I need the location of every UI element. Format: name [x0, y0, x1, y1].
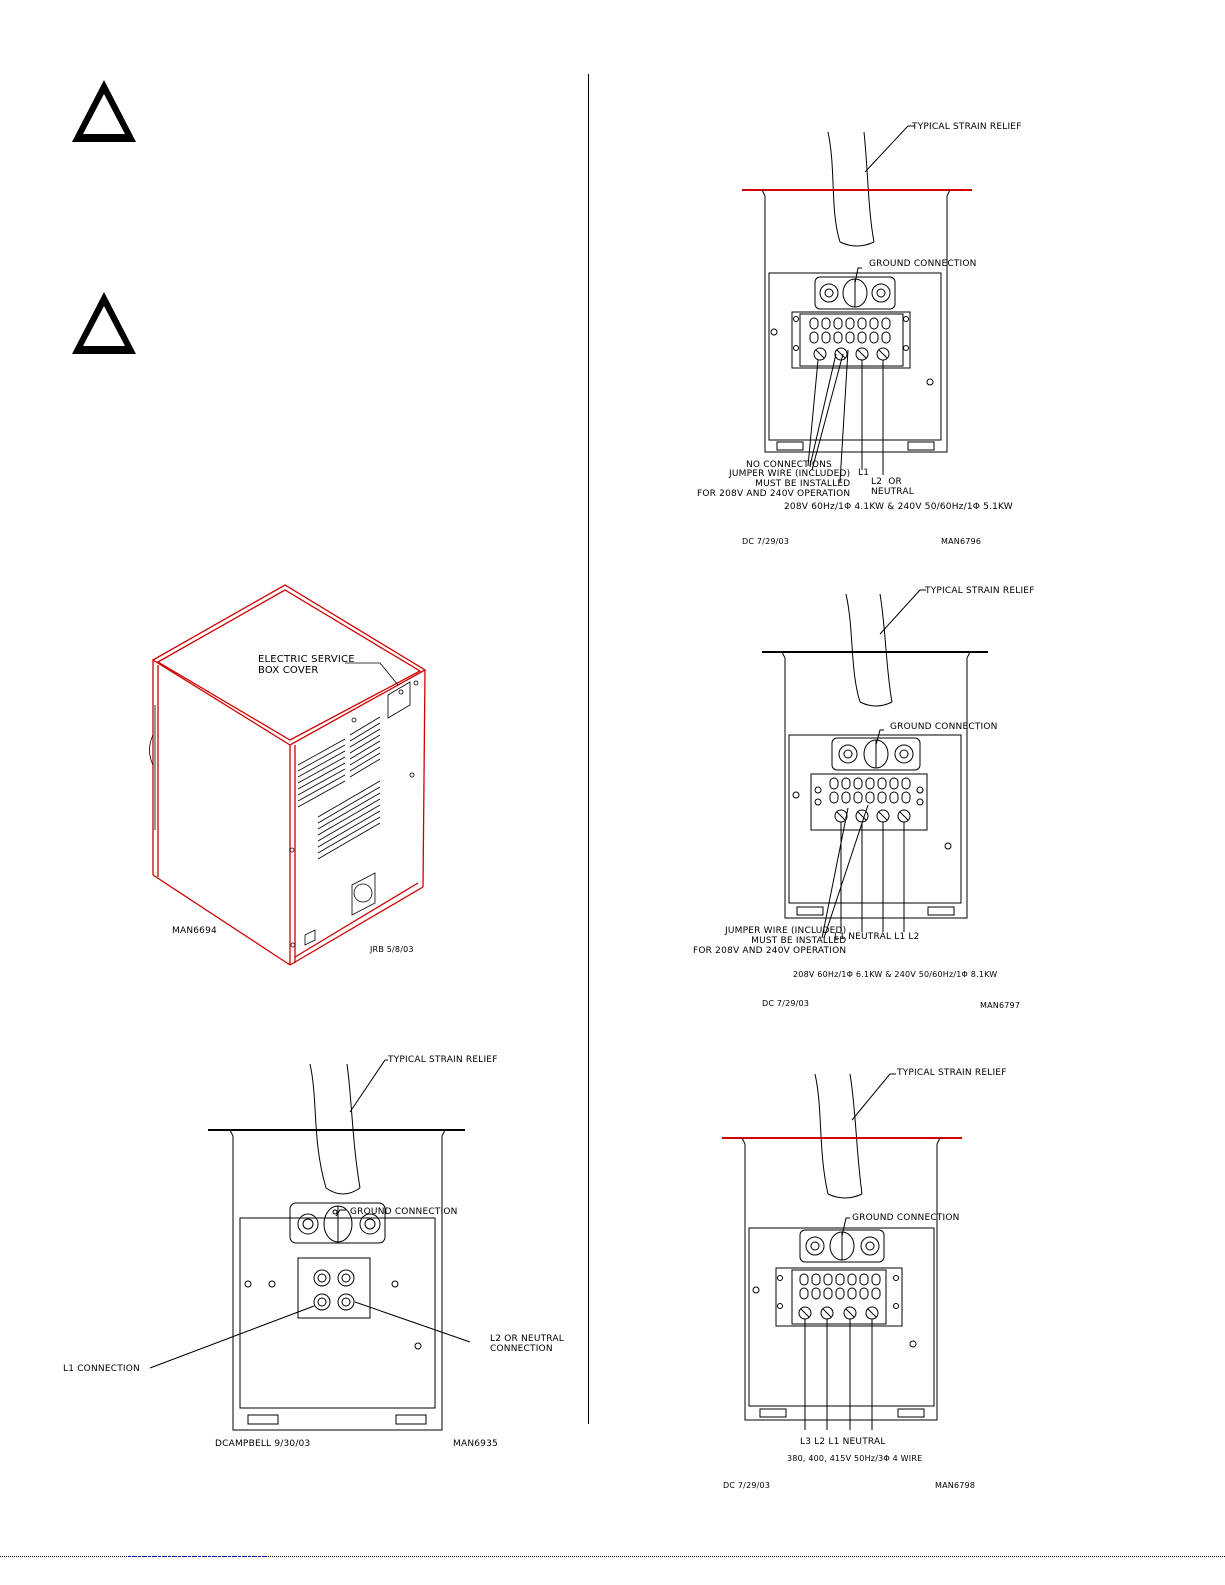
service-box-two-wire-diagram: [149, 1059, 471, 1431]
warning-triangle-icon: [72, 80, 136, 142]
box-3phase-drawing-id: MAN6798: [935, 1481, 976, 1490]
box-two-wire-drawing-id: MAN6935: [453, 1439, 498, 1449]
box-two-wire-author: DCAMPBELL 9/30/03: [215, 1439, 311, 1449]
box-5kw-author: DC 7/29/03: [742, 537, 790, 546]
box-5kw-jumper-label: JUMPER WIRE (INCLUDED) MUST BE INSTALLED…: [697, 469, 851, 499]
cabinet-drawing-id: MAN6694: [172, 926, 217, 936]
footer-rule: [0, 1556, 1225, 1557]
box-8kw-jumper-label: JUMPER WIRE (INCLUDED) MUST BE INSTALLED…: [693, 926, 847, 956]
box-two-wire-ground-label: GROUND CONNECTION: [350, 1207, 458, 1217]
service-box-3phase-diagram: [722, 1073, 962, 1430]
column-divider: [588, 74, 589, 1424]
box-8kw-drawing-id: MAN6797: [980, 1001, 1021, 1010]
box-8kw-strain-relief-label: TYPICAL STRAIN RELIEF: [925, 586, 1035, 596]
service-box-8kw-diagram: [762, 589, 988, 939]
box-8kw-spec-label: 208V 60Hz/1Φ 6.1KW & 240V 50/60Hz/1Φ 8.1…: [793, 970, 998, 979]
box-5kw-no-connections-label: NO CONNECTIONS: [746, 460, 832, 470]
box-8kw-ground-label: GROUND CONNECTION: [890, 722, 998, 732]
box-3phase-author: DC 7/29/03: [723, 1481, 771, 1490]
cabinet-date-stamp: JRB 5/8/03: [370, 945, 414, 954]
footer-link-underline: [128, 1556, 266, 1557]
box-3phase-ground-label: GROUND CONNECTION: [852, 1213, 960, 1223]
warning-triangle-icon: [72, 292, 136, 354]
box-two-wire-strain-relief-label: TYPICAL STRAIN RELIEF: [388, 1055, 498, 1065]
box-two-wire-l2-label: L2 OR NEUTRAL CONNECTION: [490, 1334, 564, 1354]
cabinet-callout-label: ELECTRIC SERVICE BOX COVER: [258, 654, 355, 676]
service-box-5kw-diagram: [742, 125, 972, 483]
box-5kw-spec-label: 208V 60Hz/1Φ 4.1KW & 240V 50/60Hz/1Φ 5.1…: [784, 502, 1013, 512]
box-two-wire-l1-label: L1 CONNECTION: [63, 1364, 140, 1374]
box-8kw-author: DC 7/29/03: [762, 999, 810, 1008]
box-3phase-spec-label: 380, 400, 415V 50Hz/3Φ 4 WIRE: [787, 1454, 923, 1463]
box-3phase-strain-relief-label: TYPICAL STRAIN RELIEF: [897, 1068, 1007, 1078]
box-5kw-drawing-id: MAN6796: [941, 537, 982, 546]
box-5kw-l1-label: L1: [858, 468, 870, 478]
box-8kw-terminals-label: L1 NEUTRAL L1 L2: [834, 932, 920, 942]
box-3phase-terminals-label: L3 L2 L1 NEUTRAL: [800, 1437, 886, 1447]
box-5kw-l2-label: L2 OR NEUTRAL: [871, 477, 914, 497]
box-5kw-strain-relief-label: TYPICAL STRAIN RELIEF: [912, 122, 1022, 132]
cabinet-illustration: [149, 584, 427, 966]
box-5kw-ground-label: GROUND CONNECTION: [869, 259, 977, 269]
